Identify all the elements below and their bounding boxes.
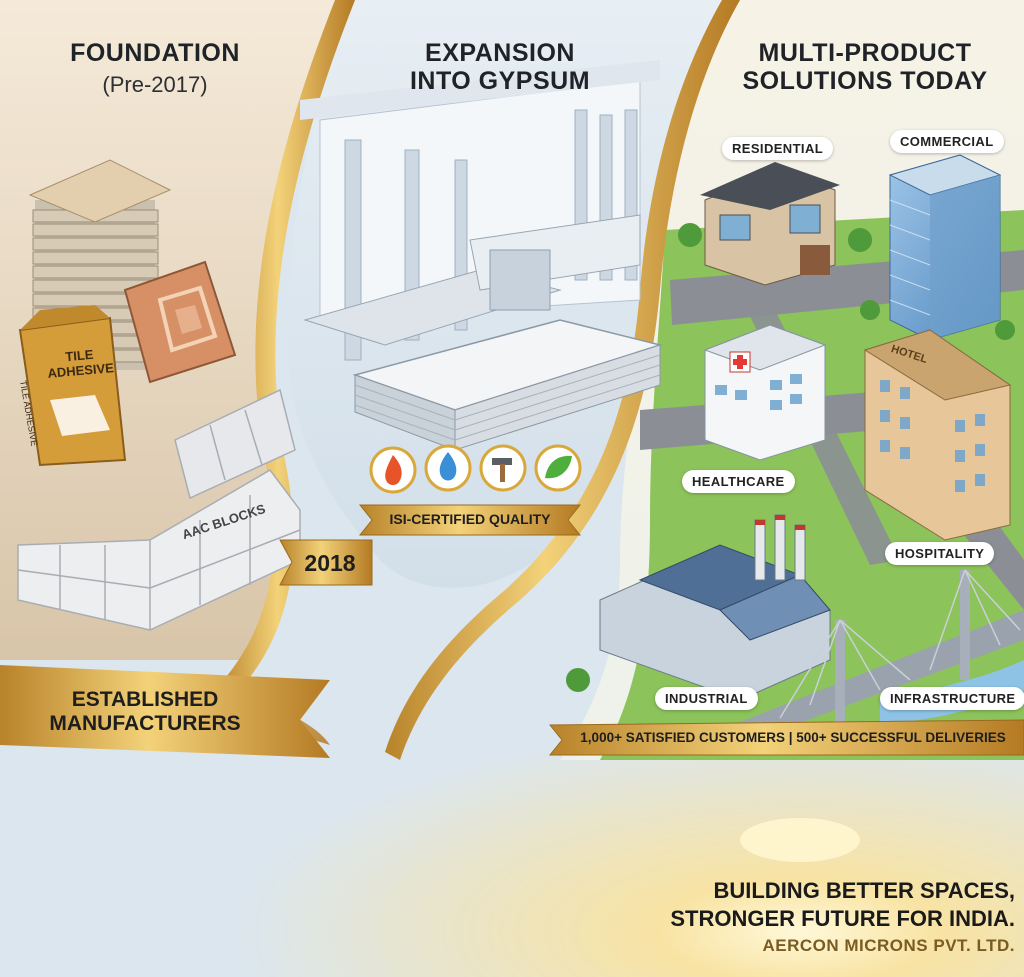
infrastructure-tag: INFRASTRUCTURE xyxy=(880,687,1024,710)
foundation-title: FOUNDATION xyxy=(70,39,240,67)
aac-block-wall xyxy=(17,388,301,631)
footer-line2: STRONGER FUTURE FOR INDIA. xyxy=(670,906,1015,931)
industrial-factory xyxy=(566,514,831,701)
footer-line1: BUILDING BETTER SPACES, xyxy=(713,878,1015,903)
solutions-title-line1: MULTI-PRODUCT xyxy=(758,39,972,67)
year-2018-label: 2018 xyxy=(304,550,356,576)
fire-icon xyxy=(369,446,417,494)
healthcare-tag: HEALTHCARE xyxy=(682,470,795,493)
solutions-title-line2: SOLUTIONS TODAY xyxy=(742,67,988,95)
established-ribbon xyxy=(0,665,330,758)
isi-ribbon xyxy=(358,504,582,536)
hammer-icon xyxy=(479,444,527,492)
isi-certified-label: ISI-CERTIFIED QUALITY xyxy=(389,511,551,527)
commercial-tag: COMMERCIAL xyxy=(890,130,1004,153)
company-name: AERCON MICRONS PVT. LTD. xyxy=(762,936,1015,955)
established-manufacturers-label: ESTABLISHED MANUFACTURERS xyxy=(49,688,241,735)
expansion-title-line2: INTO GYPSUM xyxy=(409,67,591,95)
expansion-title-line1: EXPANSION xyxy=(425,39,575,67)
industrial-tag: INDUSTRIAL xyxy=(655,687,758,710)
leaf-icon xyxy=(534,444,582,492)
customers-deliveries-label: 1,000+ SATISFIED CUSTOMERS | 500+ SUCCES… xyxy=(580,730,1006,745)
foundation-subtitle: (Pre-2017) xyxy=(102,72,208,97)
tile-adhesive-bag xyxy=(18,305,127,467)
gypsum-factory xyxy=(300,60,663,451)
water-shield-icon xyxy=(424,444,472,492)
hospitality-hotel xyxy=(863,329,1012,541)
hospitality-tag: HOSPITALITY xyxy=(885,542,995,565)
customers-ribbon xyxy=(548,719,1024,756)
residential-house xyxy=(678,162,872,286)
residential-tag: RESIDENTIAL xyxy=(722,137,834,160)
healthcare-hospital xyxy=(703,324,827,461)
year-badge xyxy=(279,539,373,586)
commercial-tower xyxy=(860,154,1015,341)
